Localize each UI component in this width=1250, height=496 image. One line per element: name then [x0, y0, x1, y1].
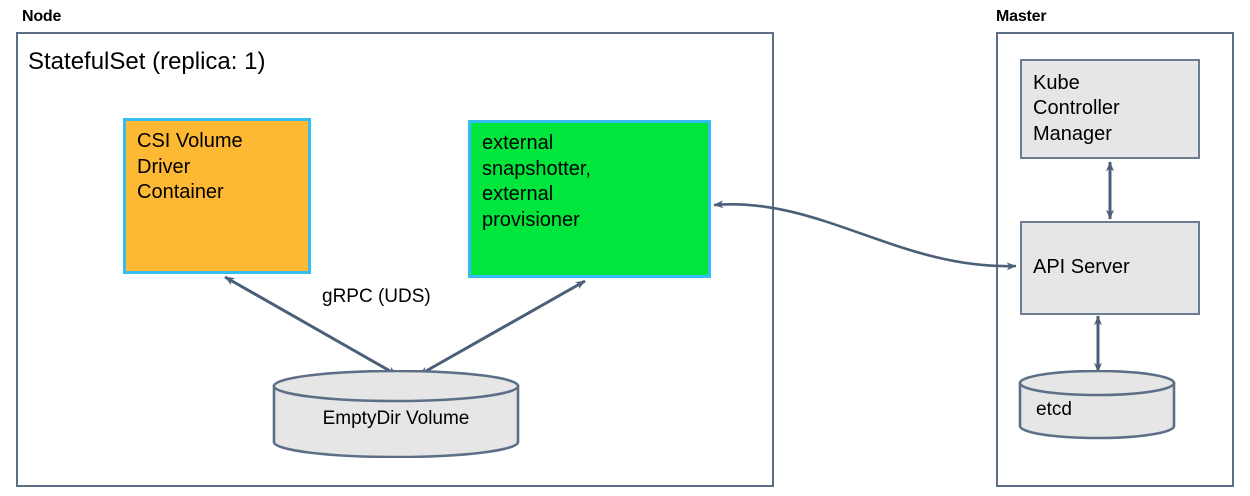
emptydir-volume-cylinder[interactable]: EmptyDir Volume [272, 370, 520, 458]
api-server-label: API Server [1033, 256, 1130, 279]
etcd-label: etcd [1036, 399, 1072, 420]
external-snapshotter-provisioner-box[interactable]: external snapshotter, external provision… [468, 120, 711, 278]
cylinder-body [272, 384, 520, 458]
kube-controller-manager-label: Kube Controller Manager [1033, 71, 1120, 145]
cylinder-top [272, 370, 520, 403]
statefulset-title: StatefulSet (replica: 1) [28, 48, 266, 75]
cylinder-body [1018, 381, 1176, 440]
csi-volume-driver-container-box[interactable]: CSI Volume Driver Container [123, 118, 311, 274]
grpc-uds-edge-label: gRPC (UDS) [322, 286, 431, 307]
master-group-label: Master [996, 8, 1047, 25]
etcd-cylinder[interactable]: etcd [1018, 370, 1176, 440]
api-server-box[interactable]: API Server [1020, 221, 1200, 315]
node-group-label: Node [22, 8, 62, 25]
kube-controller-manager-box[interactable]: Kube Controller Manager [1020, 59, 1200, 159]
cylinder-top [1018, 370, 1176, 397]
emptydir-volume-label: EmptyDir Volume [322, 408, 470, 429]
